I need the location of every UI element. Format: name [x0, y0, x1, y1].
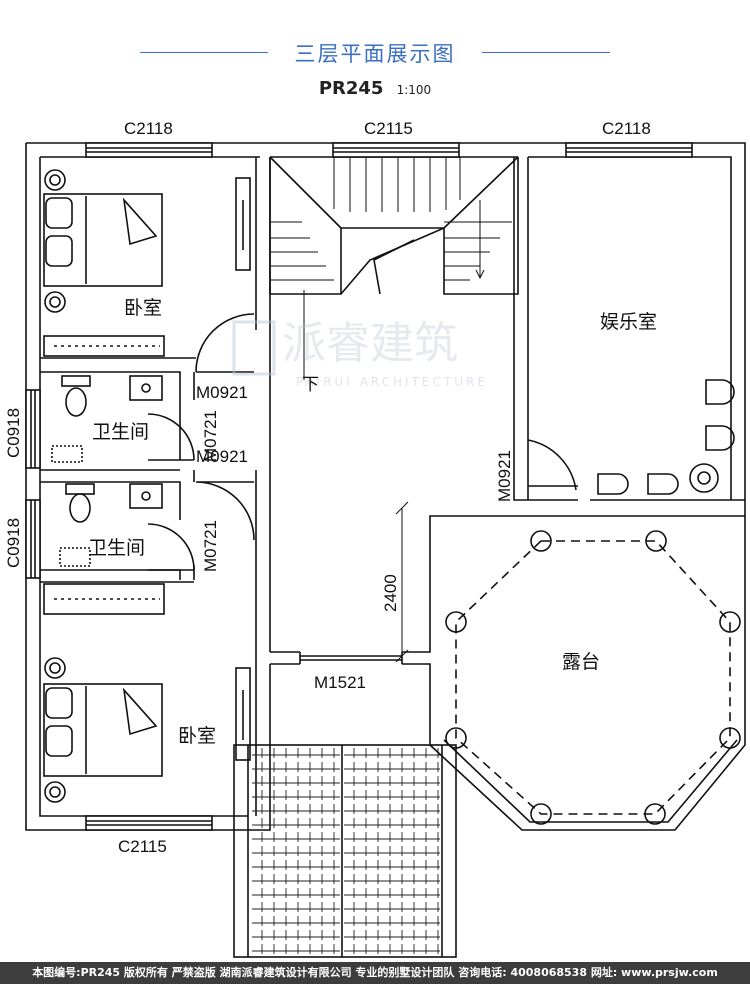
roof-tile-hatch: [252, 748, 440, 957]
label-window-top-mid: C2115: [364, 119, 413, 138]
label-door-m0921-b: M0921: [196, 447, 248, 466]
room-bedroom-bottom: 卧室: [178, 725, 216, 747]
staircase: [269, 156, 519, 295]
label-door-m0721-b: M0721: [201, 520, 220, 572]
watermark-text: 派睿建筑: [282, 318, 458, 369]
window-c2115-top: [332, 142, 460, 158]
label-window-left-2: C0918: [4, 518, 23, 568]
wardrobe-bottom: [43, 583, 165, 615]
corridor-wall: [270, 515, 745, 745]
wardrobe-top: [43, 335, 165, 357]
window-c2115-bottom: [85, 815, 213, 831]
door-m0721-bath1: [147, 413, 195, 461]
window-c0918-1: [25, 389, 41, 469]
watermark-subtext: PAIRUI ARCHITECTURE: [296, 375, 488, 389]
window-c0918-2: [25, 499, 41, 579]
bath1-fixtures: [51, 375, 163, 463]
room-bathroom-1: 卫生间: [92, 421, 149, 443]
bed-top: [43, 169, 163, 313]
room-bedroom-top: 卧室: [124, 297, 162, 319]
label-stair-down: 下: [302, 375, 319, 394]
label-window-top-right: C2118: [602, 119, 651, 138]
outer-wall: [26, 142, 746, 520]
plan-scale: 1:100: [396, 83, 432, 97]
floor-plan: 派睿建筑 PAIRUI ARCHITECTURE C2118 C2115 C21…: [4, 119, 746, 958]
bedroom-top-wall: [40, 357, 196, 460]
copyright-footer: 本图编号:PR245 版权所有 严禁盗版 湖南派睿建筑设计有限公司 专业的别墅设…: [0, 962, 750, 984]
watermark-logo: [232, 320, 276, 376]
plan-code: PR245: [318, 78, 384, 99]
label-window-bottom: C2115: [118, 837, 167, 856]
label-window-left-1: C0918: [4, 408, 23, 458]
bed-bottom: [43, 657, 163, 803]
window-c2118-right: [565, 142, 693, 158]
title-rule-right: [482, 52, 610, 53]
bath2-fixtures: [59, 483, 163, 567]
window-c2118-left: [85, 142, 213, 158]
label-door-m1521: M1521: [314, 673, 366, 692]
door-m0921-bath: [195, 481, 255, 541]
drawing-title: 三层平面展示图: [294, 42, 456, 66]
room-entertainment: 娱乐室: [600, 311, 657, 333]
tv-cabinet-bottom: [235, 667, 251, 761]
label-window-top-left: C2118: [124, 119, 173, 138]
label-dimension-2400: 2400: [381, 574, 400, 612]
title-rule-left: [140, 52, 268, 53]
label-door-m0921-a: M0921: [196, 383, 248, 402]
room-terrace: 露台: [562, 651, 600, 673]
tv-cabinet-top: [235, 177, 251, 271]
room-bathroom-2: 卫生间: [88, 537, 145, 559]
entertainment-seating: [597, 379, 735, 495]
entertainment-wall: [513, 157, 745, 501]
dimension-2400: [395, 501, 409, 663]
drawing-subtitle: PR245 1:100: [0, 78, 750, 99]
bathroom-walls: [40, 469, 195, 520]
roof-tiles: [233, 744, 457, 958]
terrace-outline: [429, 520, 746, 831]
label-door-m0721-a: M0721: [201, 410, 220, 462]
door-m0721-bath2: [147, 523, 195, 571]
label-door-m0921-c: M0921: [495, 450, 514, 502]
door-m0921-bedroom: [195, 313, 255, 373]
door-m0921-entertain: [527, 439, 577, 500]
